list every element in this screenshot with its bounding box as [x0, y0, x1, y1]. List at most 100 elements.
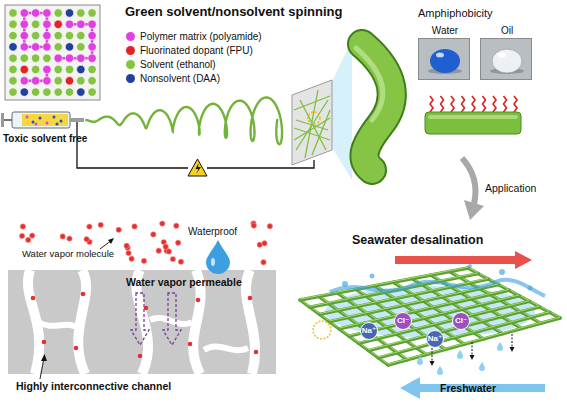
grid-frame	[5, 5, 100, 100]
solution-dot	[20, 20, 28, 28]
membrane-channel	[28, 270, 39, 374]
ion-label: Na⁺	[422, 330, 448, 348]
vapor-molecule	[138, 354, 143, 359]
solution-dot	[43, 54, 51, 62]
solution-dot	[88, 54, 96, 62]
solution-dot	[77, 20, 85, 28]
fiber-body	[362, 44, 392, 170]
solution-particle	[32, 121, 35, 124]
collected-fiber	[312, 110, 330, 155]
freshwater-drop	[497, 342, 503, 351]
solution-dot	[77, 77, 85, 85]
solution-particle	[60, 120, 63, 123]
flow-arrowhead	[430, 361, 435, 366]
solution-dot	[9, 20, 17, 28]
channel-leader	[40, 358, 44, 379]
ion-circle: Cl⁻	[394, 312, 412, 330]
mesh-fiber-shine	[468, 267, 560, 317]
vapor-molecule	[132, 224, 137, 229]
solution-particle	[39, 117, 42, 120]
solution-dot	[65, 20, 73, 28]
callout-label: Water vapor permeable	[126, 276, 276, 288]
vapor-molecule	[19, 233, 24, 238]
solution-particle	[53, 116, 56, 119]
solution-dot	[54, 31, 62, 39]
vapor-molecule	[67, 236, 72, 241]
membrane-channel	[150, 318, 192, 324]
vapor-molecule	[60, 234, 65, 239]
solution-dot	[31, 65, 39, 73]
fiber-highlight	[356, 48, 383, 120]
solution-dot	[31, 31, 39, 39]
solution-dot	[88, 31, 96, 39]
fluorinated-chain	[472, 96, 475, 112]
ion-label: Cl⁻	[390, 312, 416, 330]
vapor-molecule	[166, 249, 171, 254]
syringe-needle	[70, 118, 84, 122]
solution-particle	[56, 123, 59, 126]
vapor-molecule	[188, 342, 193, 347]
hv-symbol	[188, 159, 207, 176]
flow-arrow	[432, 348, 433, 362]
solution-dot	[54, 77, 62, 85]
water-drop	[430, 49, 460, 73]
solution-particle	[26, 116, 29, 119]
solution-dot	[9, 77, 17, 85]
desalination-arrow	[395, 251, 532, 269]
mesh-fiber-shine	[368, 306, 539, 350]
splash-droplet	[342, 281, 348, 287]
vapor-molecule	[87, 224, 92, 229]
solution-dot	[20, 54, 28, 62]
collected-fiber	[294, 96, 330, 110]
solution-dot	[9, 88, 17, 96]
solution-dot	[77, 65, 85, 73]
mesh-fiber	[368, 307, 539, 351]
legend-swatch	[126, 32, 135, 41]
solution-dot	[31, 9, 39, 17]
arrow-label: Freshwater	[440, 382, 540, 394]
mesh-fiber	[339, 290, 509, 329]
freshwater-drop	[479, 362, 485, 371]
freshwater-drop	[417, 356, 423, 365]
seawater-wave	[330, 280, 545, 296]
vapor-molecule	[163, 244, 168, 249]
solution-dot	[43, 31, 51, 39]
vapor-molecule	[175, 240, 180, 245]
oil-drop	[492, 49, 522, 73]
ion-circle: Cl⁻	[452, 312, 470, 330]
solution-dot	[88, 20, 96, 28]
droplet-image	[481, 39, 533, 81]
solution-dot	[9, 9, 17, 17]
mesh-fiber	[468, 268, 560, 318]
membrane-channel	[246, 270, 255, 374]
syringe-barrel	[12, 112, 70, 128]
vapor-molecule	[156, 248, 161, 253]
callout-label: Highly interconnective channel	[16, 380, 236, 392]
solution-dot	[43, 20, 51, 28]
vapor-molecule	[262, 241, 267, 246]
solution-dot	[43, 65, 51, 73]
solution-dot	[65, 9, 73, 17]
solution-dot	[54, 43, 62, 51]
fluorinated-chain	[462, 96, 465, 112]
vapor-molecule	[170, 256, 175, 261]
fluorinated-chain	[441, 96, 444, 112]
fiber-shine	[428, 115, 518, 119]
fiber-outline	[362, 44, 392, 170]
flow-arrow	[472, 342, 473, 356]
vapor-molecule	[81, 292, 86, 297]
solution-dot	[88, 9, 96, 17]
solution-dot	[9, 43, 17, 51]
flow-arrow	[512, 334, 513, 348]
mesh-fiber	[378, 312, 550, 357]
solution-dot	[43, 43, 51, 51]
splash-droplet	[528, 286, 533, 291]
vapor-molecule	[251, 223, 256, 228]
solution-dot	[65, 43, 73, 51]
membrane-channel	[38, 322, 80, 330]
solution-dot	[54, 54, 62, 62]
mesh-fiber-shine	[378, 312, 550, 357]
mesh-fiber	[359, 301, 530, 343]
solution-dot	[20, 9, 28, 17]
